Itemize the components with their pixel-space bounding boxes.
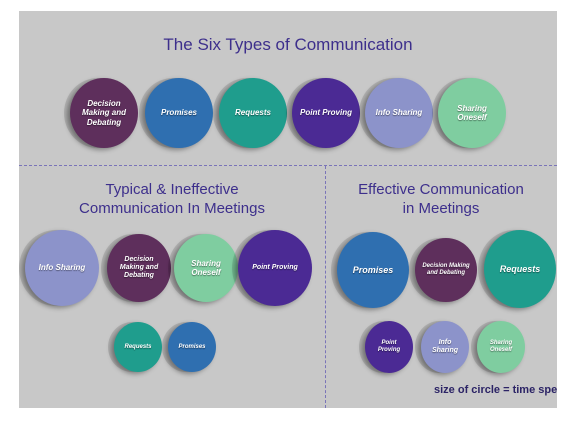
top-circle-decision-label: Decision Making and Debating: [81, 99, 126, 127]
diagram-panel: The Six Types of Communication Decision …: [19, 11, 557, 408]
right-circle-decision: Decision Making and Debating: [415, 238, 477, 302]
left-circle-sharing-oneself-label: Sharing Oneself: [191, 258, 221, 277]
left-circle-requests-label: Requests: [124, 343, 152, 350]
left-circle-info-sharing: Info Sharing: [25, 230, 99, 306]
right-circle-sharing-oneself: Sharing Oneself: [477, 321, 525, 373]
left-circle-promises-label: Promises: [178, 343, 206, 350]
horizontal-divider: [19, 165, 557, 166]
right-circle-info-sharing-label: Info Sharing: [431, 338, 459, 354]
left-circle-sharing-oneself: Sharing Oneself: [174, 234, 238, 302]
right-title-line2: in Meetings: [402, 200, 480, 217]
top-circle-info-sharing-label: Info Sharing: [375, 108, 423, 118]
right-circle-requests: Requests: [484, 230, 556, 308]
left-circle-decision-label: Decision Making and Debating: [119, 255, 159, 280]
right-section-title: Effective Communication in Meetings: [325, 180, 557, 218]
left-circle-decision: Decision Making and Debating: [107, 234, 171, 302]
top-circle-requests: Requests: [219, 78, 287, 148]
top-circle-sharing-oneself: Sharing Oneself: [438, 78, 506, 148]
top-circle-point-proving: Point Proving: [292, 78, 360, 148]
right-circle-requests-label: Requests: [499, 263, 541, 274]
vertical-divider: [325, 166, 326, 408]
main-title: The Six Types of Communication: [163, 35, 413, 54]
right-title-line1: Effective Communication: [358, 181, 524, 198]
left-circle-point-proving-label: Point Proving: [252, 263, 298, 271]
legend-note: size of circle = time spen: [434, 384, 557, 396]
left-circle-promises: Promises: [168, 322, 216, 372]
left-circle-point-proving: Point Proving: [238, 230, 312, 306]
top-circle-promises: Promises: [145, 78, 213, 148]
top-circle-decision: Decision Making and Debating: [70, 78, 138, 148]
top-circle-requests-label: Requests: [234, 108, 271, 118]
top-circle-promises-label: Promises: [160, 108, 198, 118]
right-circle-sharing-oneself-label: Sharing Oneself: [489, 340, 513, 353]
left-title-line2: Communication In Meetings: [79, 200, 265, 217]
top-circle-sharing-oneself-label: Sharing Oneself: [457, 103, 487, 122]
left-circle-requests: Requests: [114, 322, 162, 372]
top-circle-info-sharing: Info Sharing: [365, 78, 433, 148]
top-circle-point-proving-label: Point Proving: [300, 108, 352, 118]
left-title-line1: Typical & Ineffective: [105, 181, 239, 198]
left-section-title: Typical & Ineffective Communication In M…: [19, 180, 325, 218]
right-circle-promises-label: Promises: [352, 264, 394, 275]
left-circle-info-sharing-label: Info Sharing: [38, 263, 86, 273]
right-circle-decision-label: Decision Making and Debating: [422, 263, 470, 276]
right-circle-promises: Promises: [337, 232, 409, 308]
right-circle-info-sharing: Info Sharing: [421, 321, 469, 373]
right-circle-point-proving-label: Point Proving: [377, 340, 401, 353]
right-circle-point-proving: Point Proving: [365, 321, 413, 373]
